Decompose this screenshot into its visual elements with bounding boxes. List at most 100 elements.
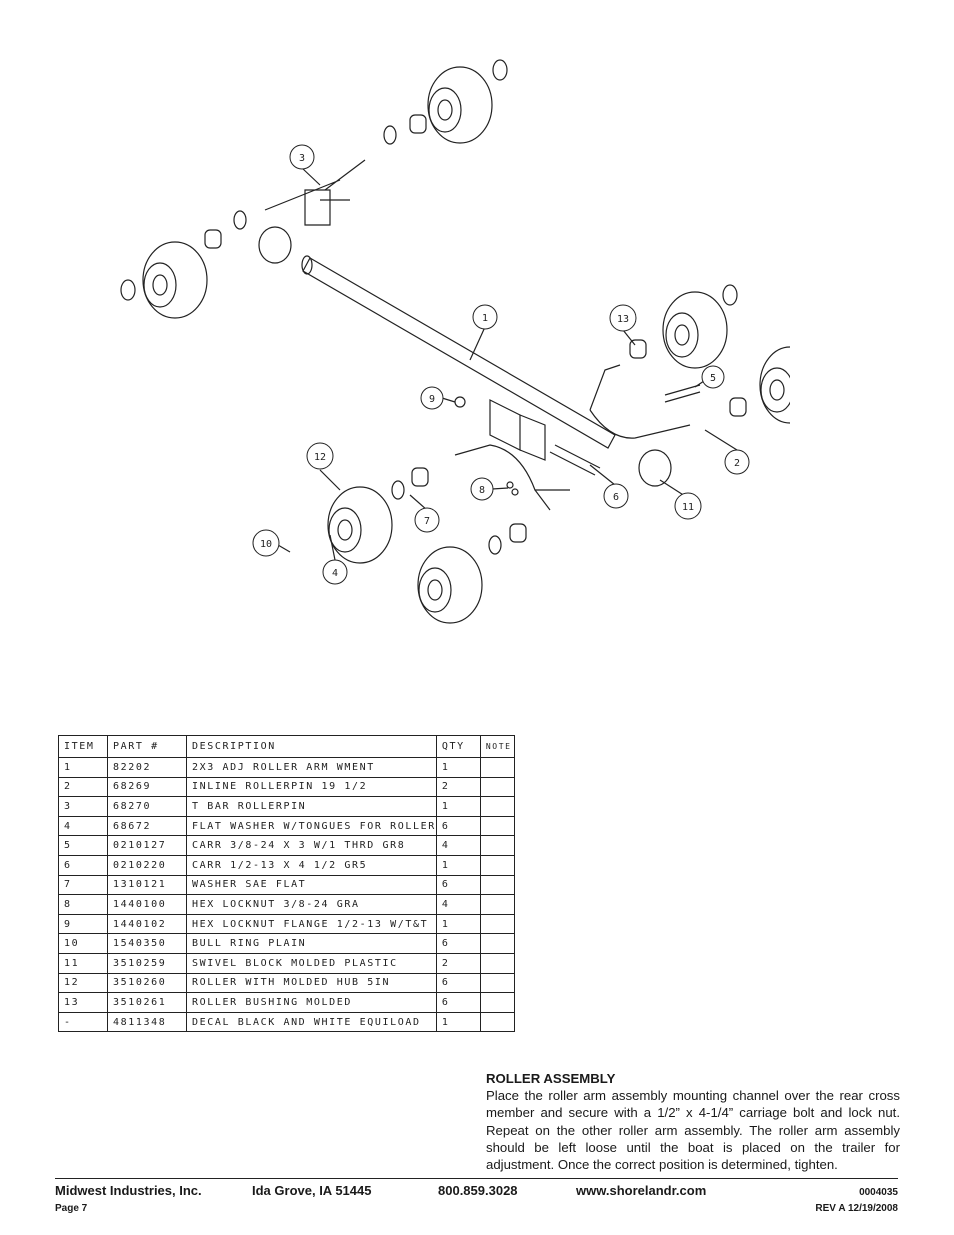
roller-bottom-right — [417, 546, 483, 624]
table-cell-item: 5 — [58, 835, 108, 856]
col-header-item: ITEM — [58, 735, 108, 758]
roller-assembly-notes: ROLLER ASSEMBLY Place the roller arm ass… — [486, 1070, 900, 1173]
footer-revision: REV A 12/19/2008 — [815, 1203, 898, 1214]
table-cell-desc: CARR 3/8-24 X 3 W/1 THRD GR8 — [186, 835, 437, 856]
table-cell-desc: INLINE ROLLERPIN 19 1/2 — [186, 776, 437, 798]
table-cell-qty: 1 — [435, 1011, 481, 1033]
table-cell-item: 7 — [58, 874, 108, 896]
table-cell-note — [479, 835, 515, 856]
table-cell-qty: 4 — [435, 835, 481, 856]
table-cell-desc: DECAL BLACK AND WHITE EQUILOAD — [186, 1011, 437, 1033]
callout-7 — [414, 507, 440, 533]
callout-12 — [306, 442, 334, 470]
roller-bottom-left — [327, 486, 393, 564]
callout-9 — [420, 386, 444, 410]
callout-5 — [701, 365, 725, 389]
table-cell-note — [479, 796, 515, 817]
table-cell-desc: FLAT WASHER W/TONGUES FOR ROLLER — [186, 815, 437, 837]
callout-label: 10 — [260, 539, 272, 550]
section-body: Place the roller arm assembly mounting c… — [486, 1088, 900, 1173]
table-cell-desc: HEX LOCKNUT FLANGE 1/2-13 W/T&T — [186, 913, 437, 935]
table-cell-part: 4811348 — [107, 1011, 187, 1033]
table-cell-part: 68269 — [107, 776, 187, 798]
washer — [233, 210, 247, 230]
table-cell-note — [479, 776, 515, 798]
table-cell-item: 2 — [58, 776, 108, 798]
table-cell-part: 68270 — [107, 796, 187, 817]
table-cell-qty: 6 — [435, 972, 481, 994]
table-cell-item: - — [58, 1011, 108, 1033]
footer-doc-number: 0004035 — [859, 1187, 898, 1198]
mounting-channel — [489, 399, 521, 451]
table-cell-desc: CARR 1/2-13 X 4 1/2 GR5 — [186, 854, 437, 876]
callout-label: 13 — [617, 314, 629, 325]
inline-rollerpin-left — [454, 444, 570, 491]
table-cell-qty: 1 — [435, 757, 481, 778]
table-cell-qty: 4 — [435, 894, 481, 915]
swivel-block — [258, 226, 292, 264]
footer-website: www.shorelandr.com — [576, 1183, 707, 1198]
table-cell-part: 1310121 — [107, 874, 187, 896]
table-cell-qty: 2 — [435, 776, 481, 798]
table-cell-item: 4 — [58, 815, 108, 837]
table-cell-part: 0210220 — [107, 854, 187, 876]
table-cell-note — [479, 815, 515, 837]
callout-label: 7 — [424, 516, 430, 527]
callout-label: 12 — [314, 452, 326, 463]
table-cell-note — [479, 874, 515, 896]
footer-phone: 800.859.3028 — [438, 1183, 518, 1198]
washer — [391, 480, 405, 500]
locknut — [506, 481, 514, 489]
roller-right-lower — [759, 346, 821, 424]
table-cell-desc: ROLLER BUSHING MOLDED — [186, 992, 437, 1013]
table-cell-qty: 1 — [435, 913, 481, 935]
table-cell-note — [479, 933, 515, 954]
section-heading: ROLLER ASSEMBLY — [486, 1071, 616, 1086]
flange-locknut — [454, 396, 466, 408]
table-cell-desc: 2X3 ADJ ROLLER ARM WMENT — [186, 757, 437, 778]
table-cell-note — [479, 854, 515, 876]
callout-label: 5 — [710, 373, 716, 384]
arm-end — [301, 255, 313, 275]
inline-rollerpin-right — [589, 409, 691, 439]
roller-left — [142, 241, 208, 319]
table-cell-qty: 6 — [435, 815, 481, 837]
table-cell-qty: 2 — [435, 952, 481, 974]
table-cell-item: 13 — [58, 992, 108, 1013]
roller-bushing — [629, 339, 647, 359]
roller-bushing — [509, 523, 527, 543]
table-cell-desc: ROLLER WITH MOLDED HUB 5IN — [186, 972, 437, 994]
table-cell-item: 3 — [58, 796, 108, 817]
table-cell-part: 3510261 — [107, 992, 187, 1013]
washer — [722, 284, 738, 306]
callout-label: 6 — [613, 492, 619, 503]
table-cell-part: 1540350 — [107, 933, 187, 954]
table-cell-part: 3510259 — [107, 952, 187, 974]
footer-company: Midwest Industries, Inc. — [55, 1183, 202, 1198]
callout-4 — [322, 559, 348, 585]
table-cell-item: 12 — [58, 972, 108, 994]
callout-11 — [674, 492, 702, 520]
table-header-row: ITEM PART # DESCRIPTION QTY NOTE — [58, 735, 515, 758]
table-cell-desc: HEX LOCKNUT 3/8-24 GRA — [186, 894, 437, 915]
table-cell-qty: 6 — [435, 874, 481, 896]
table-cell-qty: 1 — [435, 854, 481, 876]
callout-label: 4 — [332, 568, 338, 579]
washer — [383, 125, 397, 145]
table-cell-part: 1440102 — [107, 913, 187, 935]
table-cell-item: 6 — [58, 854, 108, 876]
callout-label: 9 — [429, 394, 435, 405]
roller-bushing — [204, 229, 222, 249]
callout-10 — [252, 529, 280, 557]
table-cell-desc: BULL RING PLAIN — [186, 933, 437, 954]
locknut — [511, 488, 519, 496]
table-cell-part: 68672 — [107, 815, 187, 837]
footer-city: Ida Grove, IA 51445 — [252, 1183, 372, 1198]
